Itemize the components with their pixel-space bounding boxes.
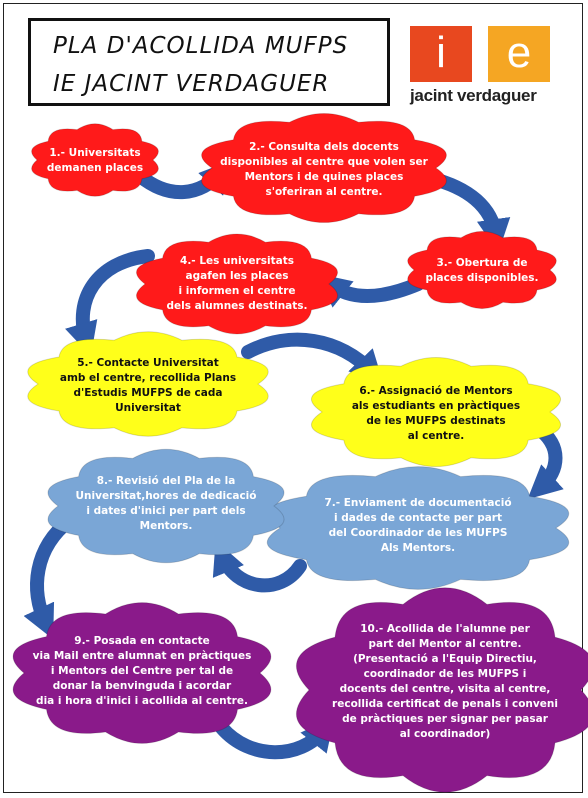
step-4-line-3: i informen el centre — [178, 285, 296, 297]
step-7-line-1: 7.- Enviament de documentació — [324, 497, 512, 509]
step-4-line-2: agafen les places — [185, 270, 289, 282]
step-8-label: 8.- Revisió del Pla de la Universitat,hor… — [58, 474, 274, 534]
step-10-line-7: de pràctiques per signar per pasar — [342, 713, 548, 725]
step-10-line-8: al coordinador) — [399, 728, 491, 740]
step-5-line-1: 5.- Contacte Universitat — [77, 357, 219, 369]
step-9-line-2: via Mail entre alumnat en pràctiques — [32, 650, 252, 662]
step-10-line-3: (Presentació a l'Equip Directiu, — [353, 653, 537, 665]
step-10-cloud — [296, 587, 588, 793]
step-3-label: 3.- Obertura de places disponibles. — [414, 256, 550, 286]
step-2-line-3: Mentors i de quines places — [244, 171, 404, 183]
step-5-cloud — [27, 331, 269, 437]
step-7-line-4: Als Mentors. — [380, 542, 456, 554]
step-1-line-1: 1.- Universitats — [49, 147, 141, 159]
step-8-cloud — [47, 448, 285, 564]
step-9-line-4: donar la benvinguda i acordar — [52, 680, 232, 692]
step-2-cloud — [201, 113, 447, 223]
step-6-line-4: al centre. — [407, 430, 465, 442]
step-7-line-3: del Coordinador de les MUFPS — [328, 527, 508, 539]
step-8-line-4: Mentors. — [139, 520, 193, 532]
step-3-line-1: 3.- Obertura de — [436, 257, 528, 269]
logo-text: jacint verdaguer — [410, 86, 537, 105]
step-9-line-1: 9.- Posada en contacte — [74, 635, 210, 647]
step-1-cloud — [31, 123, 159, 197]
step-9-line-3: i Mentors del Centre per tal de — [50, 665, 234, 677]
step-4-label: 4.- Les universitats agafen les places i i… — [145, 254, 329, 314]
step-6-line-3: de les MUFPS destinats — [366, 415, 506, 427]
step-3-cloud — [407, 230, 557, 310]
arrow-7-to-8 — [212, 540, 307, 593]
step-5-line-4: Universitat — [115, 402, 181, 414]
step-4-line-4: dels alumnes destinats. — [166, 300, 308, 312]
step-8-line-1: 8.- Revisió del Pla de la — [96, 475, 236, 487]
arrow-5-to-6 — [241, 332, 384, 385]
title-line-1: PLA D'ACOLLIDA MUFPS — [53, 33, 349, 59]
logo-letter-i: i — [410, 26, 472, 82]
logo-letter-e: e — [488, 26, 550, 82]
step-8-line-2: Universitat,hores de dedicació — [75, 490, 257, 502]
step-7-line-2: i dades de contacte per part — [334, 512, 502, 524]
step-10-line-2: part del Mentor al centre. — [368, 638, 522, 650]
step-1-label: 1.- Universitats demanen places — [37, 146, 153, 176]
step-2-line-2: disponibles al centre que volen ser — [220, 156, 428, 168]
title-line-2: IE JACINT VERDAGUER — [53, 71, 330, 97]
arrow-4-to-5 — [65, 249, 155, 357]
arrow-3-to-4 — [316, 273, 425, 308]
step-7-cloud — [266, 466, 570, 590]
step-2-line-1: 2.- Consulta dels docents — [249, 141, 399, 153]
step-9-cloud — [12, 602, 272, 744]
step-5-label: 5.- Contacte Universitat amb el centre, r… — [38, 356, 258, 416]
step-8-line-3: i dates d'inici per part dels — [86, 505, 246, 517]
step-10-label: 10.- Acollida de l'alumne per part del Me… — [309, 622, 581, 742]
step-9-line-5: dia i hora d'inici i acollida al centre. — [36, 695, 248, 707]
school-logo: i e jacint verdaguer — [410, 26, 556, 110]
step-6-cloud — [310, 357, 562, 467]
step-4-line-1: 4.- Les universitats — [180, 255, 294, 267]
arrow-8-to-9 — [23, 513, 77, 640]
step-3-line-2: places disponibles. — [425, 272, 539, 284]
step-10-line-5: docents del centre, visita al centre, — [339, 683, 551, 695]
step-6-line-1: 6.- Assignació de Mentors — [359, 385, 513, 397]
step-5-line-3: d'Estudis MUFPS de cada — [73, 387, 223, 399]
step-4-cloud — [135, 233, 339, 335]
step-2-line-4: s'oferiran al centre. — [265, 186, 383, 198]
step-10-line-4: coordinador de les MUFPS i — [363, 668, 527, 680]
arrow-9-to-10 — [215, 716, 335, 760]
step-9-label: 9.- Posada en contacte via Mail entre alu… — [24, 634, 260, 709]
step-10-line-1: 10.- Acollida de l'alumne per — [360, 623, 530, 635]
step-10-line-6: recollida certificat de penals i conveni — [332, 698, 558, 710]
step-1-line-2: demanen places — [46, 162, 144, 174]
step-6-label: 6.- Assignació de Mentors als estudiants … — [322, 384, 550, 444]
title-box: PLA D'ACOLLIDA MUFPS IE JACINT VERDAGUER — [28, 18, 390, 106]
step-6-line-2: als estudiants en pràctiques — [351, 400, 521, 412]
step-7-label: 7.- Enviament de documentació i dades de … — [280, 496, 556, 556]
step-5-line-2: amb el centre, recollida Plans — [59, 372, 237, 384]
step-2-label: 2.- Consulta dels docents disponibles al … — [212, 140, 436, 200]
page-frame — [3, 3, 583, 793]
